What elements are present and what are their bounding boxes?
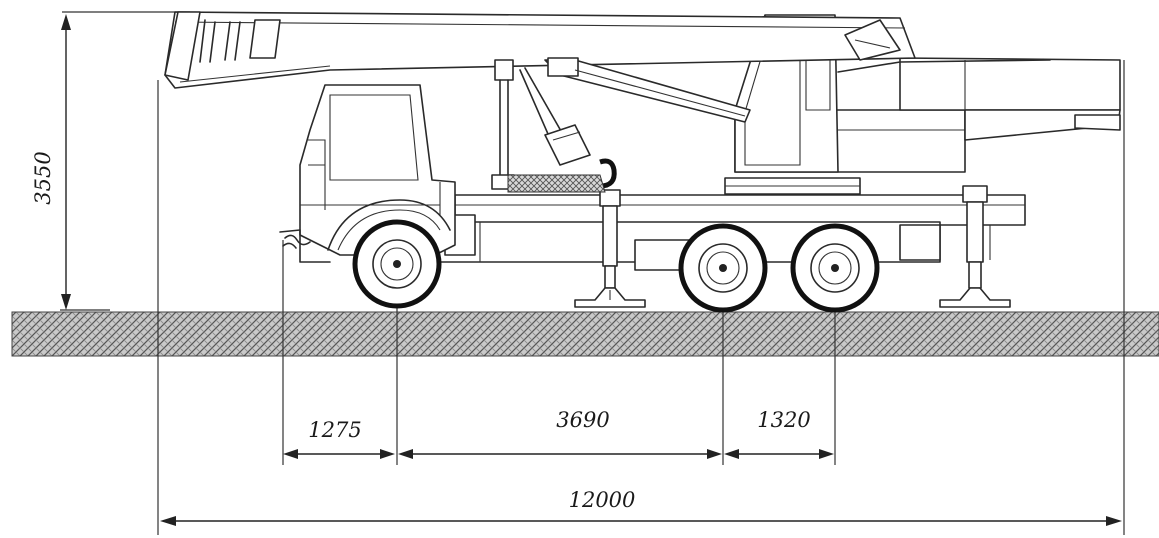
- overall-length-label: 12000: [569, 488, 636, 512]
- truck-cab: [279, 84, 456, 263]
- front-overhang-dimension: 1275: [283, 418, 395, 459]
- wheelbase-rear-dimension: 1320: [724, 408, 834, 459]
- wheelbase-front-dimension: 3690: [398, 408, 722, 459]
- overall-length-dimension: 12000: [160, 488, 1122, 526]
- front-wheel: [352, 219, 442, 309]
- middle-wheel: [678, 223, 768, 313]
- ground: [11, 311, 1159, 357]
- height-dimension-label: 3550: [31, 151, 55, 204]
- rear-outrigger: [939, 185, 1011, 308]
- luffing-cylinder: [544, 57, 751, 123]
- truck-crane: [164, 11, 1121, 313]
- height-dimension: 3550: [31, 14, 71, 310]
- front-overhang-label: 1275: [308, 418, 361, 442]
- front-outrigger: [574, 189, 646, 308]
- rear-wheel: [790, 223, 880, 313]
- wheelbase-front-label: 3690: [556, 408, 609, 432]
- turntable: [724, 177, 861, 195]
- telescopic-boom: [164, 11, 1051, 89]
- boom-support-strut: [491, 59, 515, 190]
- hook-block: [507, 67, 617, 193]
- wheelbase-rear-label: 1320: [757, 408, 810, 432]
